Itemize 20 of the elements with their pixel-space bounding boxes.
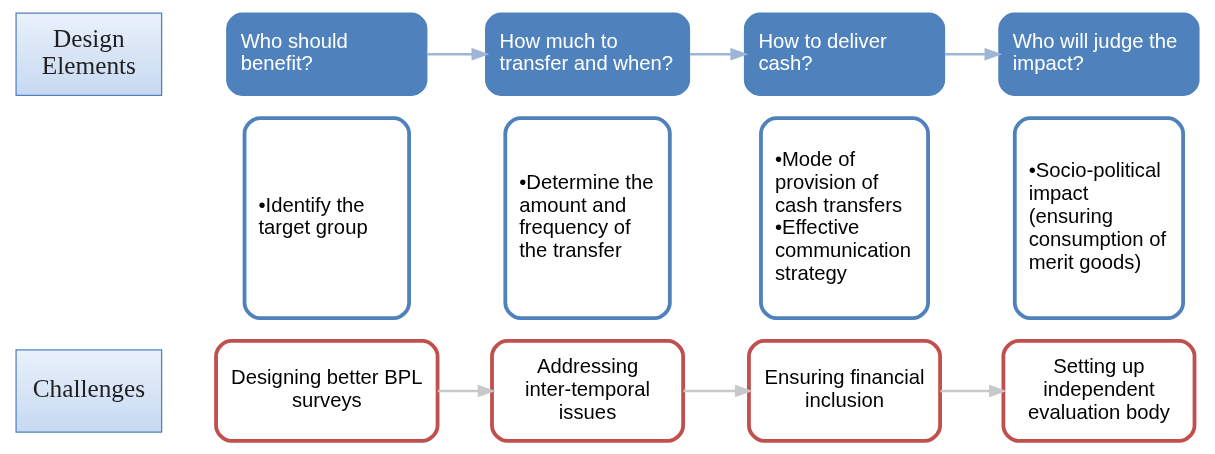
arrow — [689, 48, 749, 61]
node-box: Ensuring financial inclusion — [747, 339, 942, 443]
node-box: Who will judge the impact? — [998, 12, 1200, 96]
node-box: •Determine the amount and frequency of the transfer — [503, 116, 672, 321]
node-box: Challenges — [15, 349, 163, 433]
node-box: •Socio-political impact (ensuring consumption of merit goods) — [1012, 116, 1185, 321]
arrow — [944, 48, 1003, 61]
arrow — [437, 384, 496, 398]
node-box: How to deliver cash? — [743, 12, 946, 96]
arrow — [427, 48, 490, 61]
node-box: •Identify the target group — [242, 116, 411, 321]
node-box: Designing better BPL surveys — [214, 339, 440, 443]
node-box: Addressing inter-temporal issues — [490, 339, 686, 443]
node-box: How much to transfer and when? — [485, 12, 691, 96]
node-box: •Mode of provision of cash transfers •Effective communication strategy — [759, 116, 930, 321]
node-box: Setting up independent evaluation body — [1001, 339, 1197, 443]
node-box: Design Elements — [15, 12, 163, 96]
node-box: Who should benefit? — [226, 12, 428, 96]
arrow — [683, 384, 753, 398]
arrow — [940, 384, 1007, 398]
